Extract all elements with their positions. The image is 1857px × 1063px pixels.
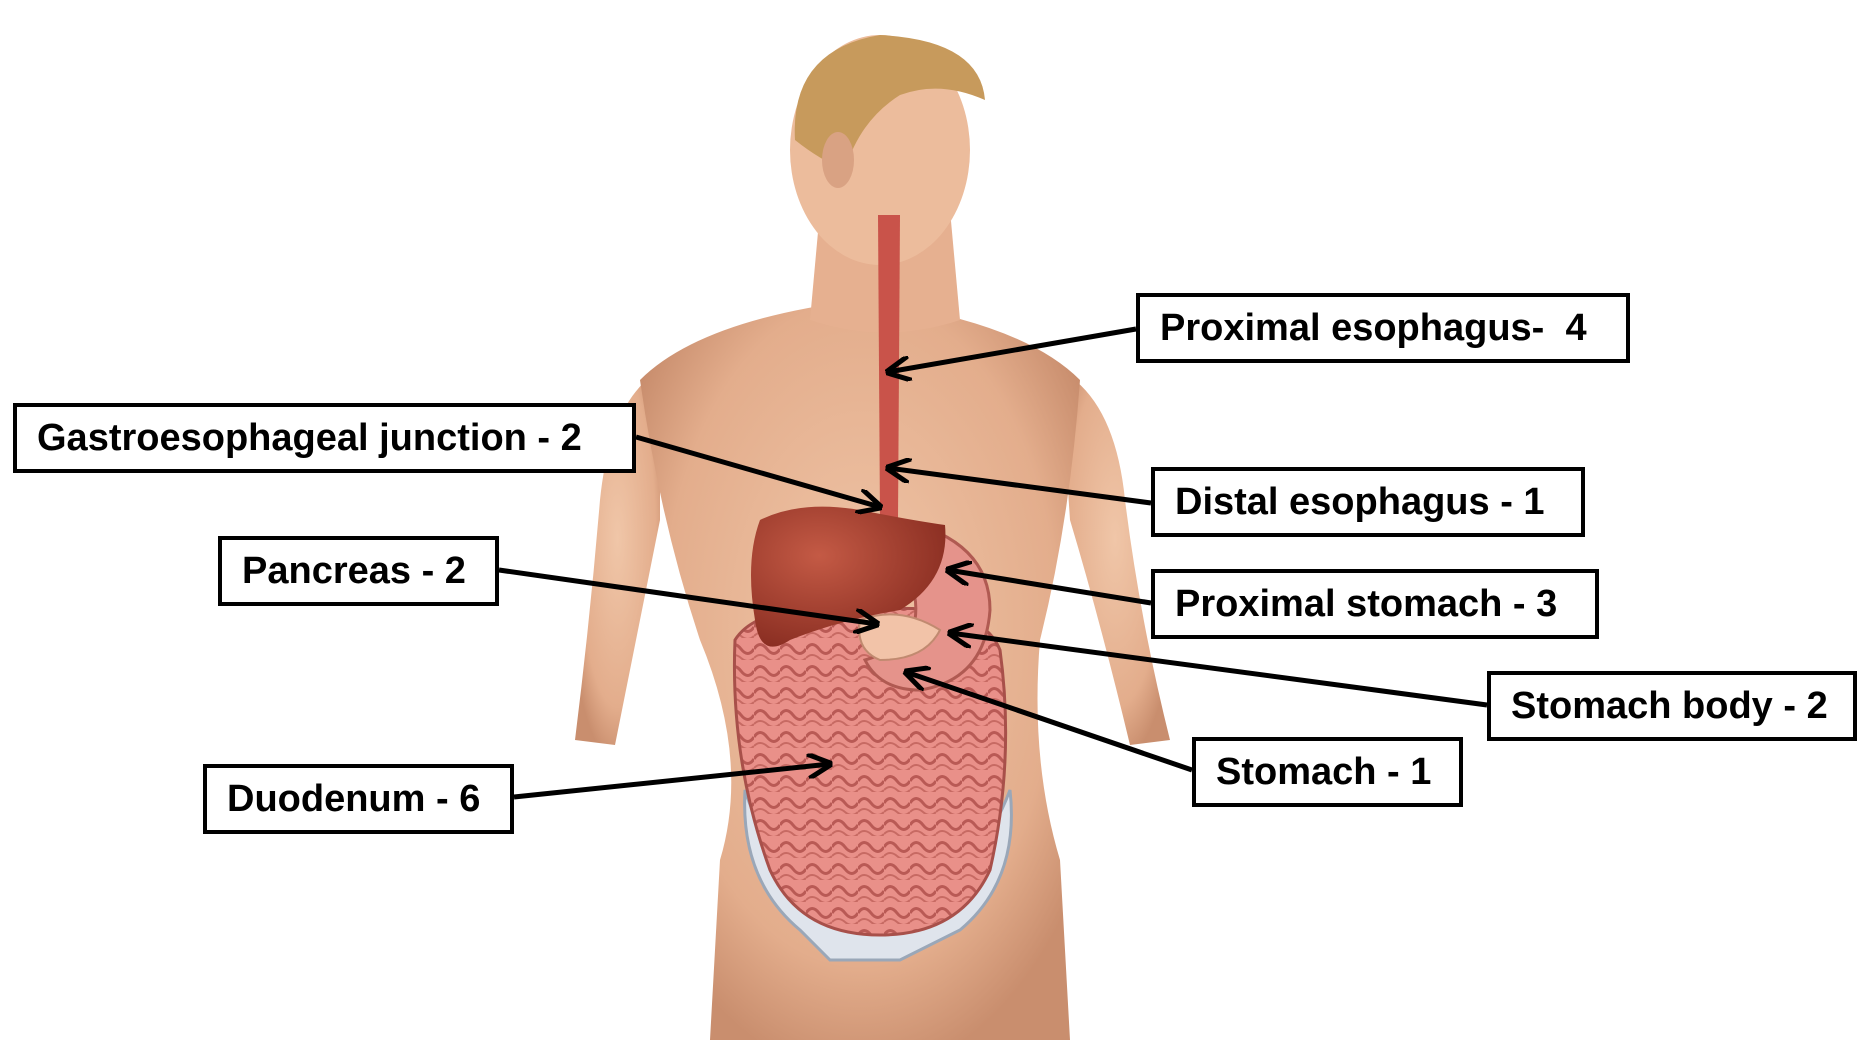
label-gastroesophageal-junction: Gastroesophageal junction - 2 xyxy=(13,403,636,473)
label-proximal-esophagus: Proximal esophagus- 4 xyxy=(1136,293,1630,363)
label-pancreas: Pancreas - 2 xyxy=(218,536,499,606)
ear xyxy=(822,132,854,188)
body-illustration xyxy=(575,35,1170,1040)
label-stomach: Stomach - 1 xyxy=(1192,737,1463,807)
esophagus xyxy=(878,215,900,520)
label-proximal-stomach: Proximal stomach - 3 xyxy=(1151,569,1599,639)
right-arm xyxy=(1060,370,1170,745)
label-distal-esophagus: Distal esophagus - 1 xyxy=(1151,467,1585,537)
label-duodenum: Duodenum - 6 xyxy=(203,764,514,834)
label-stomach-body: Stomach body - 2 xyxy=(1487,671,1857,741)
